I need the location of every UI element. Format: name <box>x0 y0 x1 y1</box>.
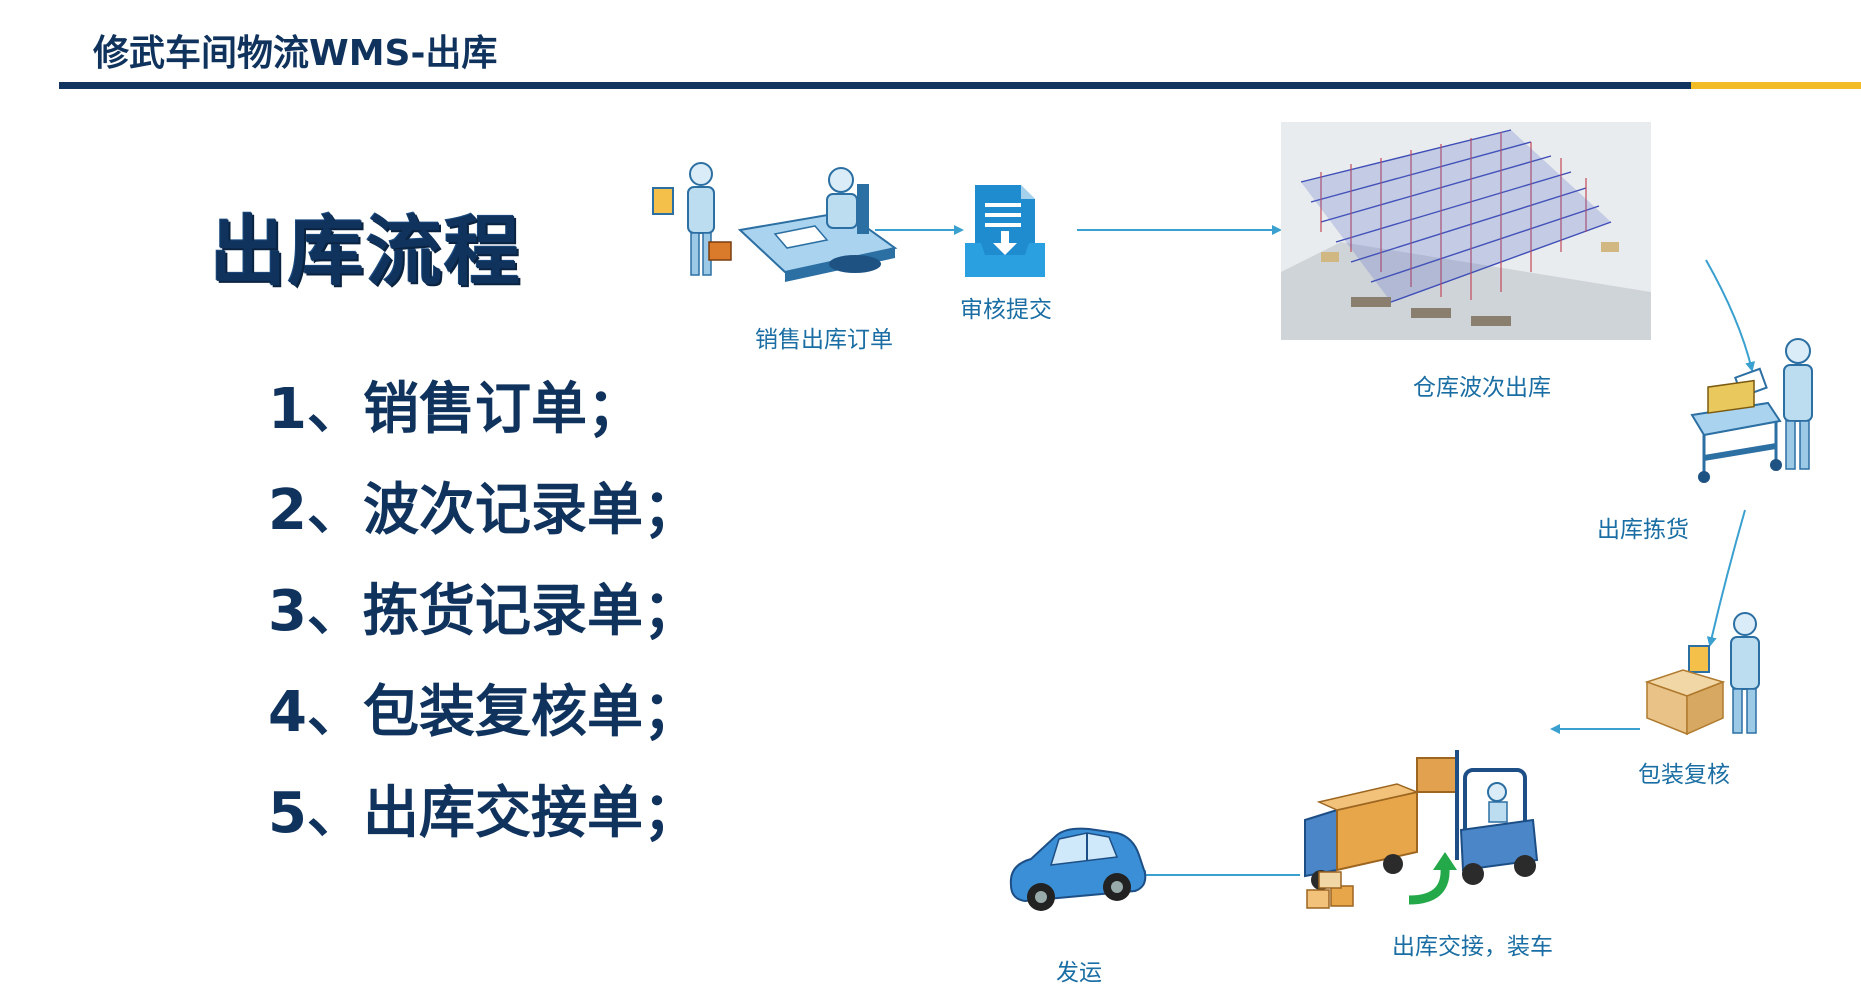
document-item: 2、波次记录单； <box>268 478 699 543</box>
node-label-packing-check: 包装复核 <box>1638 762 1730 788</box>
node-label-handover-loading: 出库交接，装车 <box>1392 934 1553 960</box>
arrow-wave-to-picking <box>1705 259 1755 372</box>
node-label-review-submit: 审核提交 <box>960 297 1052 323</box>
document-item: 3、拣货记录单； <box>268 579 699 644</box>
node-label-picking: 出库拣货 <box>1597 517 1689 543</box>
document-list: 1、销售订单； 2、波次记录单； 3、拣货记录单； 4、包装复核单； 5、出库交… <box>268 370 699 875</box>
section-title: 出库流程 <box>210 207 522 296</box>
forklift-truck-icon <box>1304 750 1539 909</box>
header-divider-gold <box>1691 82 1861 89</box>
office-desk-worker-icon <box>652 162 898 282</box>
packing-box-worker-icon <box>1644 612 1760 736</box>
arrow-picking-to-packing <box>1706 509 1746 647</box>
node-label-wave-outbound: 仓库波次出库 <box>1413 375 1551 401</box>
car-icon <box>1009 827 1147 911</box>
warehouse-rack-icon <box>1281 122 1651 340</box>
document-item: 5、出库交接单； <box>268 781 699 846</box>
page-header-title: 修武车间物流WMS-出库 <box>93 33 498 74</box>
document-item: 1、销售订单； <box>268 377 643 442</box>
document-submit-icon <box>965 185 1045 277</box>
picking-cart-worker-icon <box>1690 338 1813 483</box>
document-item: 4、包装复核单； <box>268 680 699 745</box>
header-divider-blue <box>59 82 1691 89</box>
node-label-sales-order: 销售出库订单 <box>755 327 893 353</box>
node-label-shipping: 发运 <box>1056 960 1102 986</box>
